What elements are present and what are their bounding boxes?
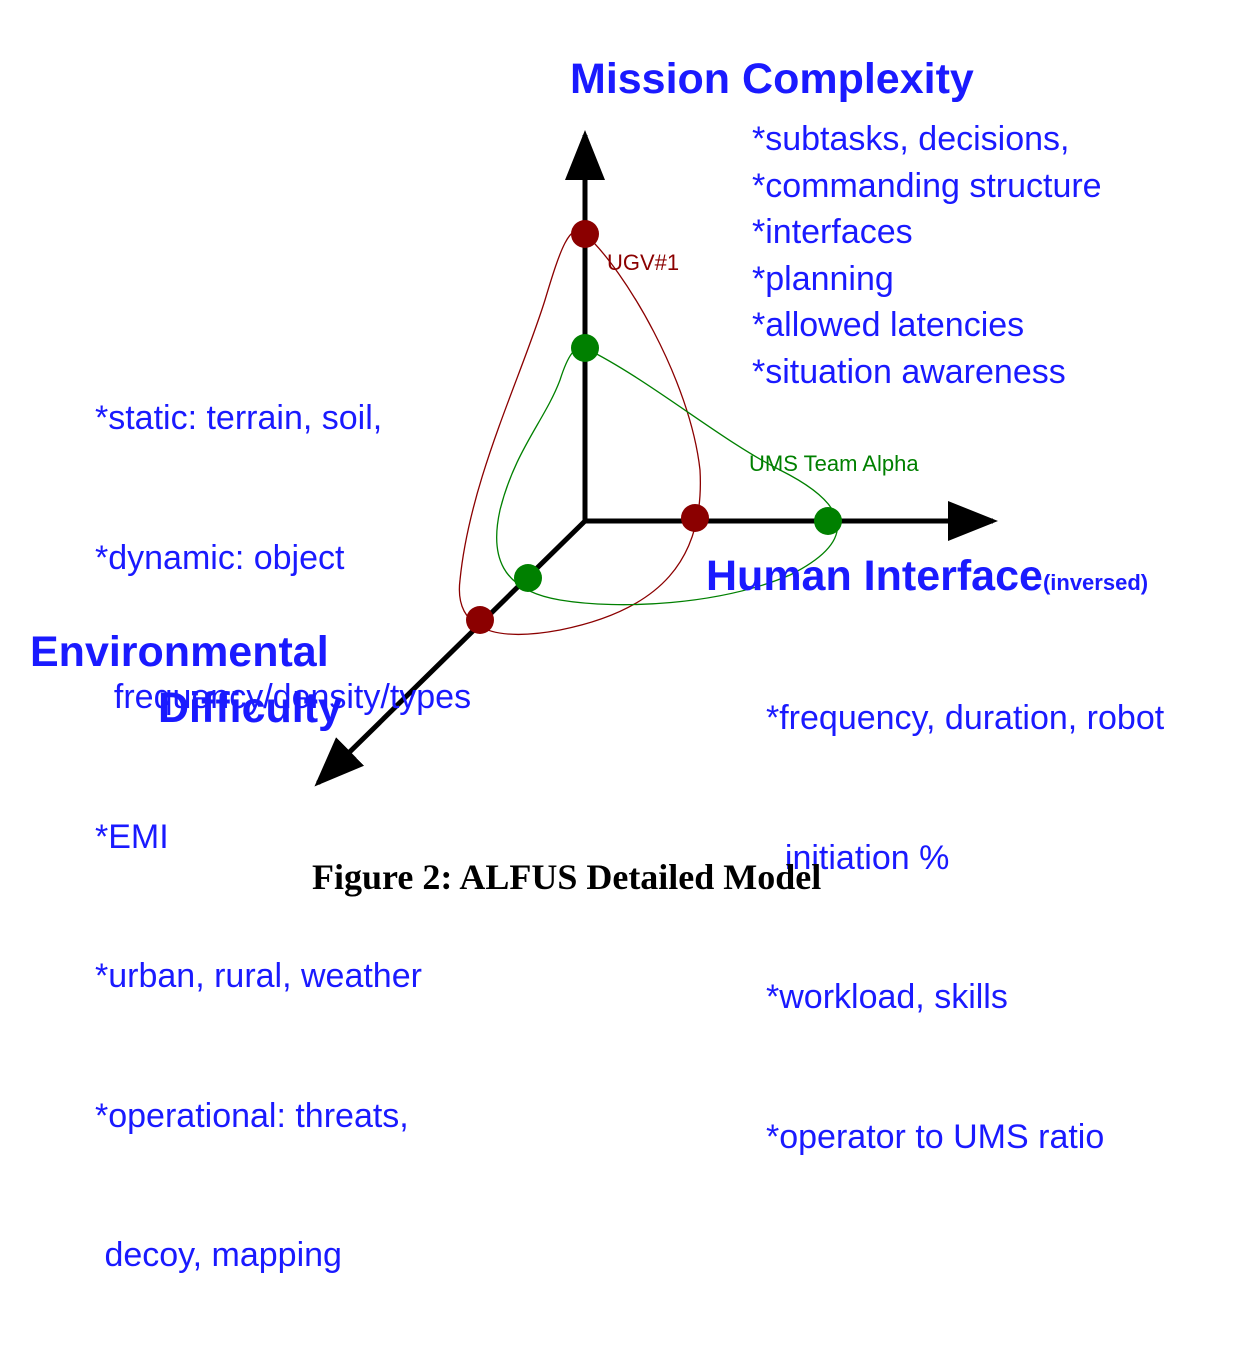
environment-item: *dynamic: object xyxy=(95,538,345,577)
figure-caption: Figure 2: ALFUS Detailed Model xyxy=(312,857,822,897)
model-graphic xyxy=(314,130,998,787)
ugv1-label: UGV#1 xyxy=(607,250,680,275)
human-interface-title-suffix: (inversed) xyxy=(1042,570,1149,595)
human-interface-list: *frequency, duration, robot initiation %… xyxy=(766,602,1164,1253)
mission-item: *situation awareness xyxy=(752,352,1066,391)
human-interface-title-main: Human Interface xyxy=(706,552,1043,600)
environment-item: frequency/density/types xyxy=(95,678,472,716)
human-item: *workload, skills xyxy=(766,978,1008,1016)
human-item: initiation % xyxy=(766,838,950,877)
ugv1-human-point xyxy=(681,504,709,532)
alpha-human-point xyxy=(814,507,842,535)
mission-complexity-title: Mission Complexity xyxy=(570,55,974,103)
human-item: *operator to UMS ratio xyxy=(766,1117,1105,1156)
ums-team-alpha-profile-curve xyxy=(496,346,839,606)
environmental-difficulty-list: *static: terrain, soil, *dynamic: object… xyxy=(95,302,471,1372)
human-item: *frequency, duration, robot xyxy=(766,699,1165,737)
ums-team-alpha-label: UMS Team Alpha xyxy=(749,451,919,476)
alfus-diagram: Mission Complexity *subtasks, decisions,… xyxy=(30,55,1164,1274)
environment-item: *operational: threats, xyxy=(95,1096,409,1135)
alpha-mission-point xyxy=(571,334,599,362)
environment-item: *EMI xyxy=(95,817,169,856)
ugv1-profile-curve xyxy=(458,229,702,635)
alpha-environment-point xyxy=(514,564,542,592)
mission-item: *interfaces xyxy=(752,213,913,251)
ugv1-environment-point xyxy=(466,606,494,634)
mission-item: *planning xyxy=(752,259,894,298)
human-interface-title: Human Interface(inversed) xyxy=(706,552,1148,601)
environment-item: *static: terrain, soil, xyxy=(95,399,383,437)
environmental-difficulty-title-line1: Environmental xyxy=(30,628,329,676)
environmental-difficulty-title-line2: Difficulty xyxy=(158,684,342,732)
mission-complexity-list: *subtasks, decisions, *commanding struct… xyxy=(752,116,1102,395)
environment-item: *urban, rural, weather xyxy=(95,957,422,995)
environment-item: decoy, mapping xyxy=(95,1236,342,1274)
mission-item: *subtasks, decisions, xyxy=(752,120,1070,158)
mission-item: *allowed latencies xyxy=(752,306,1025,344)
ugv1-mission-point xyxy=(571,220,599,248)
environmental-difficulty-axis xyxy=(314,519,587,787)
mission-item: *commanding structure xyxy=(752,166,1102,205)
